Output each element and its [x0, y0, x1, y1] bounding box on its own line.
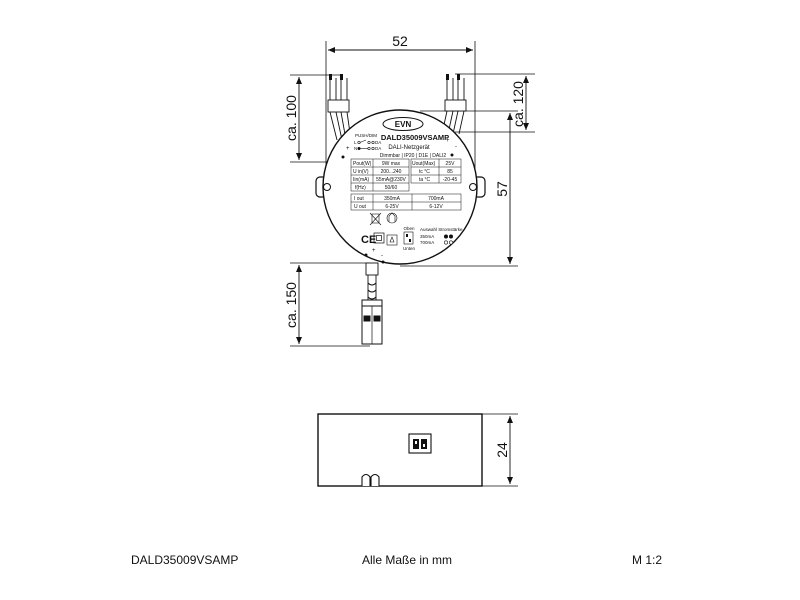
iout-350-value: 350mA — [384, 196, 401, 202]
dip-switch-icon — [403, 231, 414, 245]
bottom-cable — [365, 262, 379, 300]
brand-logo — [382, 117, 424, 131]
wires-top-right — [441, 78, 467, 135]
uout2-label: U out — [354, 204, 367, 210]
ta-label: ta °C — [419, 177, 431, 183]
model-number: DALD35009VSAMP — [381, 133, 449, 142]
dimension-width-label: 52 — [392, 33, 408, 49]
uin-label: U in(V) — [353, 169, 369, 175]
selection-indicator-dots — [443, 234, 453, 245]
current-selection-title: Auswahl Stromstärke — [420, 227, 463, 232]
switch-oben-label: Oben — [403, 226, 415, 231]
product-label: EVN DALD35009VSAMP DALI-Netzgerät Dimmba… — [341, 117, 463, 264]
footer-model-number: DALD35009VSAMP — [131, 553, 239, 567]
minus-label-bottom: - — [381, 253, 383, 259]
terminal-dot-bottom-right — [381, 260, 385, 264]
wire-tips-top-left — [329, 74, 343, 80]
uin-value: 200...240 — [381, 169, 402, 175]
minus-label-right: - — [455, 144, 457, 150]
weee-bin-icon — [369, 212, 382, 226]
dimension-depth-label: 24 — [494, 442, 510, 458]
uout2-350-value: 6-25V — [385, 204, 399, 210]
plus-label-bottom: + — [372, 248, 376, 254]
iin-value: 55mA@230V — [376, 177, 406, 183]
pout-label: Pout(W) — [353, 161, 372, 167]
wire-tips-top-right — [446, 74, 460, 80]
dimension-lead-top-right-label: ca. 120 — [510, 81, 526, 127]
dimension-height-label: 57 — [494, 181, 510, 197]
wire-da-label-2: DA — [375, 146, 381, 151]
brand-logo-text: EVN — [395, 120, 412, 129]
tc-label: tc °C — [419, 169, 430, 175]
tc-value: 85 — [447, 169, 453, 175]
option-700ma-label: 700mA — [420, 240, 434, 245]
option-350ma-label: 350mA — [420, 234, 434, 239]
fhz-value: 50/60 — [385, 185, 398, 191]
fhz-label: f(Hz) — [355, 185, 366, 191]
ce-mark: CE — [361, 234, 376, 246]
uout2-700-value: 6-12V — [429, 204, 443, 210]
bottom-connector — [361, 299, 383, 345]
push-dim-label: PUSH/DIM — [355, 133, 377, 138]
driver-body-side-view — [317, 413, 483, 487]
ta-value: -20-45 — [443, 177, 458, 183]
dimension-lead-bottom-label: ca. 150 — [283, 282, 299, 328]
wire-l-label: L — [354, 140, 357, 145]
iout-700-value: 700mA — [428, 196, 445, 202]
side-dip-switch-icon — [408, 433, 432, 454]
safety-transformer-icon — [386, 234, 398, 246]
footer-units-note: Alle Maße in mm — [362, 553, 453, 567]
terminal-dot-left — [341, 155, 345, 159]
dimension-lead-top-left-label: ca. 100 — [283, 95, 299, 141]
iout-label: I out — [354, 196, 364, 202]
wiring-symbols — [357, 139, 375, 151]
footer-scale: M 1:2 — [632, 553, 663, 567]
product-features: Dimmbar | IP20 | D1E | DALI2 — [380, 153, 447, 159]
class2-icon — [373, 232, 385, 244]
iin-label: Iin(mA) — [353, 177, 369, 183]
pout-value: 9W max — [382, 161, 401, 167]
terminal-dot-right — [450, 153, 454, 157]
switch-unten-label: Unten — [403, 246, 416, 251]
wire-da-label-1: DA — [375, 140, 381, 145]
wires-top-left — [327, 78, 352, 141]
ip-symbol-icon — [386, 212, 398, 224]
product-name: DALI-Netzgerät — [388, 145, 430, 151]
spec-table-text: Pout(W) 9W max U in(V) 200...240 Iin(mA)… — [353, 161, 457, 210]
plus-label-right: + — [446, 138, 450, 144]
plus-label-left: + — [346, 146, 350, 152]
terminal-dot-bottom-left — [364, 253, 368, 257]
uout-value: 25V — [446, 161, 456, 167]
spec-table — [350, 158, 462, 211]
uout-label: Uout(Max) — [412, 161, 436, 167]
wire-n-label: N — [354, 146, 357, 151]
side-cable-outlet — [361, 473, 380, 486]
